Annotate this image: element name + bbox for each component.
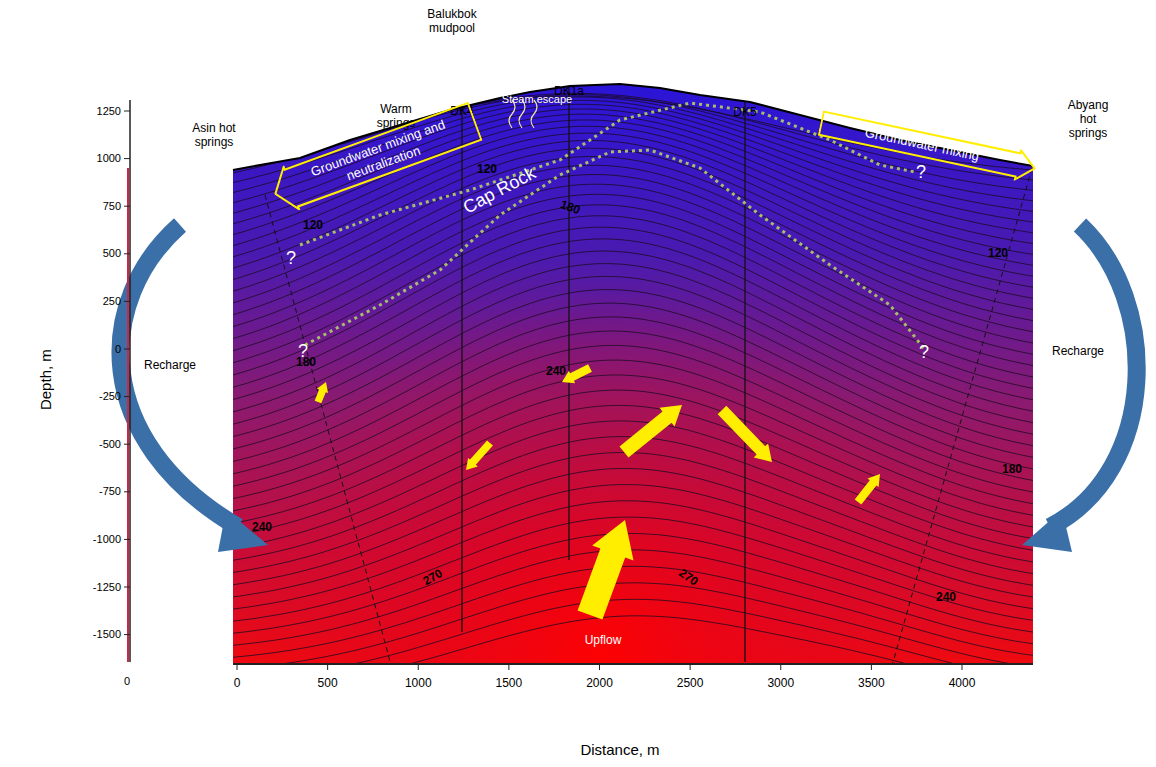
arrow-outline-shape	[268, 101, 483, 216]
tick	[124, 301, 130, 302]
isotherm-line	[228, 517, 1036, 622]
tick	[124, 587, 130, 588]
flow-arrow	[466, 440, 493, 470]
place-name: Abyang hot springs	[1060, 99, 1116, 140]
axis-title: Distance, m	[580, 741, 659, 758]
isotherm-line	[228, 227, 1036, 389]
well-name: DK5	[733, 106, 756, 120]
query-mark: ?	[916, 162, 926, 183]
isotherm-line	[228, 276, 1036, 434]
isotherm-line	[228, 290, 1036, 447]
isotherm-line	[228, 264, 1036, 424]
flow-arrow	[578, 520, 634, 620]
tick	[418, 664, 419, 670]
isotherm-line	[228, 405, 1036, 539]
axis-tick-label: 500	[318, 677, 338, 691]
process-label: Steam escape	[502, 93, 572, 106]
tick	[124, 206, 130, 207]
axis-tick-label: 3500	[858, 677, 885, 691]
isotherm-value: 240	[546, 365, 566, 379]
axis-tick-label: -500	[99, 438, 121, 451]
flow-label: Recharge	[144, 359, 196, 373]
axis-tick-label: -250	[99, 390, 121, 403]
axis-tick-label: -1000	[93, 533, 121, 546]
axis-tick-label: 0	[124, 675, 130, 688]
tick	[124, 491, 130, 492]
axis-tick-label: 0	[234, 677, 241, 691]
tick	[599, 664, 600, 670]
isotherm-line	[228, 583, 1036, 670]
axis-tick-label: 3000	[767, 677, 794, 691]
tick	[124, 539, 130, 540]
isotherm-line	[228, 239, 1036, 400]
tick	[124, 253, 130, 254]
flow-arrow	[315, 382, 328, 403]
axis-tick-label: -750	[99, 485, 121, 498]
tick	[124, 111, 130, 112]
axis-tick-label: 2000	[586, 677, 613, 691]
tick	[780, 664, 781, 670]
axis-tick-label: 500	[103, 247, 121, 260]
query-mark: ?	[286, 248, 296, 269]
isotherm-line	[228, 566, 1036, 657]
isotherm-line	[228, 303, 1036, 458]
tick	[690, 664, 691, 670]
flow-arrow	[562, 364, 592, 383]
axis-tick-label: -1250	[93, 581, 121, 594]
arrow-outline-shape	[818, 109, 1037, 183]
isotherm-line	[228, 550, 1036, 646]
flow-label: Recharge	[1052, 345, 1104, 359]
isotherm-value: 240	[252, 521, 272, 535]
isotherm-line	[228, 390, 1036, 527]
axis-tick-label: 1000	[97, 152, 121, 165]
tick	[124, 349, 130, 350]
tick	[124, 444, 130, 445]
tick	[962, 664, 963, 670]
isotherm-value: 120	[477, 163, 497, 177]
flow-arrow	[718, 406, 772, 462]
isotherm-line	[228, 360, 1036, 504]
flow-arrow	[855, 474, 880, 505]
isotherm-value: 120	[988, 247, 1008, 261]
isotherm-line	[228, 216, 1036, 378]
axis-tick-label: 2500	[677, 677, 704, 691]
query-mark: ?	[298, 341, 308, 362]
isotherm-value: 120	[303, 219, 323, 233]
axis-title: Depth, m	[36, 350, 53, 411]
isotherm-line	[228, 375, 1036, 516]
isotherm-line	[228, 485, 1036, 598]
tick	[124, 396, 130, 397]
isotherm-line	[228, 184, 1036, 343]
flow-arrow	[620, 405, 683, 458]
axis-tick-label: 1250	[97, 105, 121, 118]
axis-tick-label: 1000	[405, 677, 432, 691]
place-name: Asin hot springs	[181, 122, 247, 150]
axis-tick-label: 750	[103, 200, 121, 213]
axis-tick-label: 0	[115, 343, 121, 356]
isotherm-line	[228, 616, 1036, 694]
isotherm-line	[228, 251, 1036, 412]
isotherm-line	[228, 345, 1036, 492]
flow-label: Upflow	[585, 634, 622, 648]
isotherm-line	[228, 599, 1036, 681]
tick	[124, 634, 130, 635]
place-name: Balukbok mudpool	[412, 8, 492, 36]
isotherm-value: 240	[936, 591, 956, 605]
isotherm-line	[228, 317, 1036, 470]
tick	[327, 664, 328, 670]
axis-tick-label: -1500	[93, 628, 121, 641]
axis-tick-label: 1500	[496, 677, 523, 691]
axis-tick-label: 4000	[949, 677, 976, 691]
tick	[237, 664, 238, 670]
isotherm-line	[228, 533, 1036, 633]
tick	[871, 664, 872, 670]
tick	[508, 664, 509, 670]
isotherm-line	[228, 469, 1036, 586]
axis-tick-label: 250	[103, 295, 121, 308]
tick	[124, 158, 130, 159]
query-mark: ?	[919, 342, 929, 363]
isotherm-value: 180	[1002, 463, 1022, 477]
